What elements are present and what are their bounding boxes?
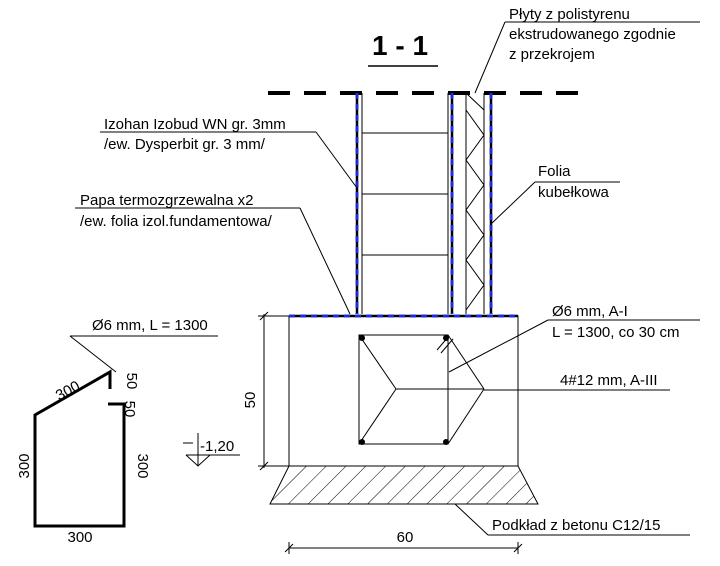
width-dimension: 60 [284, 529, 523, 554]
label-plyty-3: z przekrojem [509, 46, 595, 63]
rebar-dot [443, 335, 449, 341]
label-papa-2: /ew. folia izol.fundamentowa/ [80, 213, 273, 230]
stirrup-in-section [358, 334, 485, 445]
label-papa-1: Papa termozgrzewalna x2 [80, 192, 253, 209]
label-stirrup-2: L = 1300, co 30 cm [552, 324, 679, 341]
xps-insulation [465, 92, 485, 314]
height-value: 50 [242, 392, 259, 409]
stirrup-hook2-dim: 50 [121, 401, 138, 418]
label-plyty-2: ekstrudowanego zgodnie [509, 26, 676, 43]
podklad-betonowy [269, 465, 539, 505]
stirrup-detail: Ø6 mm, L = 1300 300 50 50 300 300 300 [16, 317, 218, 546]
label-main-bars: 4#12 mm, A-III [560, 372, 658, 389]
label-folia-1: Folia [538, 163, 571, 180]
stirrup-right-dim: 300 [134, 453, 151, 478]
label-stirrup-1: Ø6 mm, A-I [552, 303, 628, 320]
label-izohan-2: /ew. Dysperbit gr. 3 mm/ [104, 136, 266, 153]
level-value: -1,20 [200, 438, 234, 455]
leader-papa: Papa termozgrzewalna x2 /ew. folia izol.… [75, 192, 351, 315]
rebar-dot [359, 335, 365, 341]
stirrup-title: Ø6 mm, L = 1300 [92, 317, 208, 334]
leader-folia: Folia kubełkowa [490, 163, 620, 225]
level-mark: -1,20 [183, 433, 240, 467]
leader-plyty: Płyty z polistyrenu ekstrudowanego zgodn… [474, 6, 700, 94]
label-izohan-1: Izohan Izobud WN gr. 3mm [104, 116, 286, 133]
stirrup-hook1-dim: 50 [123, 373, 140, 390]
leader-stirrup: Ø6 mm, A-I L = 1300, co 30 cm [448, 303, 700, 373]
rebar-dot [359, 439, 365, 445]
wall [355, 93, 454, 314]
rebar-dot [443, 439, 449, 445]
stirrup-bottom-dim: 300 [67, 529, 92, 546]
leader-izohan: Izohan Izobud WN gr. 3mm /ew. Dysperbit … [100, 116, 358, 189]
label-plyty-1: Płyty z polistyrenu [509, 6, 630, 23]
label-podklad: Podkład z betonu C12/15 [492, 517, 660, 534]
stirrup-left-dim: 300 [16, 453, 33, 478]
height-dimension: 50 [242, 311, 289, 471]
stirrup-top-dim: 300 [53, 378, 83, 405]
width-value: 60 [397, 529, 414, 546]
section-title: 1 - 1 [372, 30, 428, 61]
label-folia-2: kubełkowa [538, 184, 610, 201]
leader-podklad: Podkład z betonu C12/15 [454, 503, 690, 536]
leader-main-bars: 4#12 mm, A-III [484, 372, 670, 391]
